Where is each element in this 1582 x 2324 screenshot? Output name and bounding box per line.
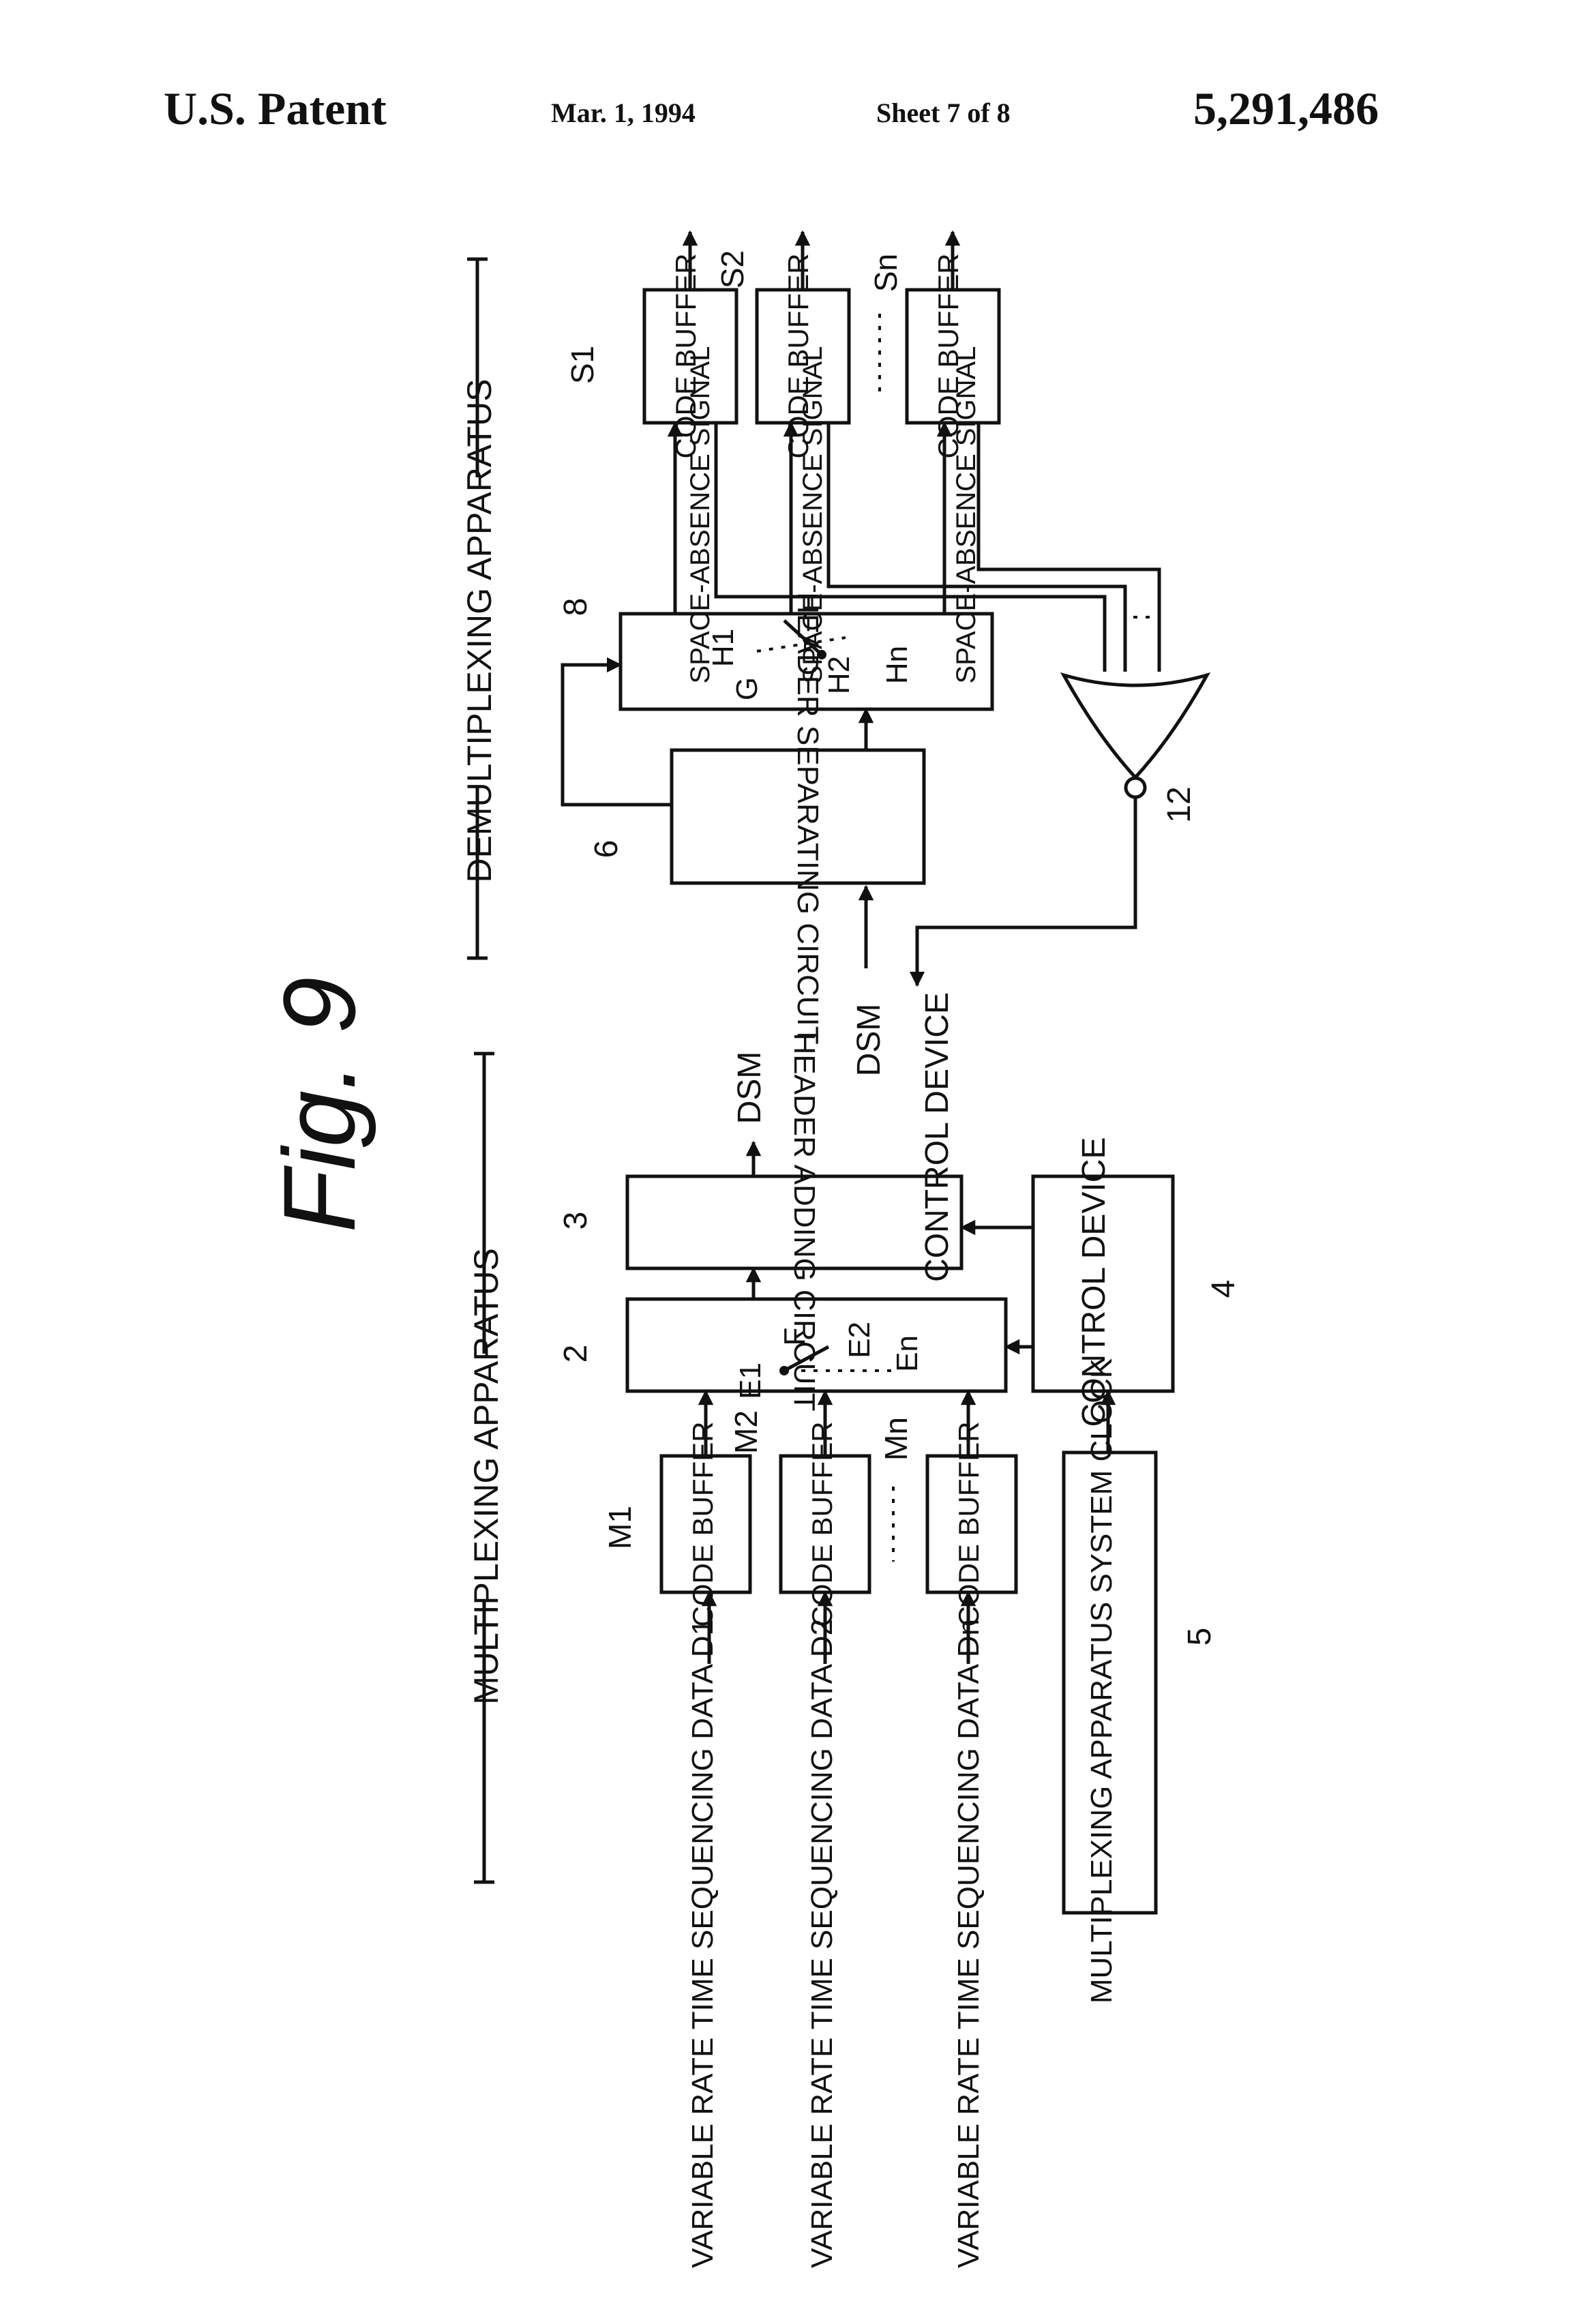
input-label-d1: VARIABLE RATE TIME SEQUENCING DATA D1 xyxy=(686,1619,719,2268)
ref-m2: M2 xyxy=(728,1410,764,1454)
demux-control-device-label: CONTROL DEVICE xyxy=(919,992,955,1282)
input-label-d2: VARIABLE RATE TIME SEQUENCING DATA D2 xyxy=(805,1619,839,2268)
space-absence-signal-n: SPACE-ABSENCE SIGNAL xyxy=(951,346,981,684)
switch-contact-e1: E1 xyxy=(734,1362,767,1399)
switch-pole-g: G xyxy=(730,677,764,700)
mux-output-dsm: DSM xyxy=(732,1052,768,1124)
code-buffer-m1-label: CODE BUFFER xyxy=(687,1421,719,1626)
ref-sn: Sn xyxy=(868,254,904,292)
nor-gate xyxy=(1064,675,1207,777)
switch-contact-e2: E2 xyxy=(843,1322,876,1358)
code-buffer-m2-label: CODE BUFFER xyxy=(806,1421,838,1626)
switch-contact-en: En xyxy=(891,1335,924,1372)
ref-12: 12 xyxy=(1161,786,1197,822)
space-absence-signal-2: SPACE-ABSENCE SIGNAL xyxy=(798,346,828,684)
ref-6: 6 xyxy=(588,840,625,859)
space-absence-signal-1: SPACE-ABSENCE SIGNAL xyxy=(685,346,715,684)
ref-4: 4 xyxy=(1206,1280,1242,1298)
input-label-dn: VARIABLE RATE TIME SEQUENCING DATA Dn xyxy=(952,1619,985,2268)
ref-s1: S1 xyxy=(565,346,600,384)
demux-input-dsm: DSM xyxy=(851,1004,887,1077)
ref-3: 3 xyxy=(558,1212,594,1230)
ref-2: 2 xyxy=(558,1345,594,1363)
multiplexing-section-label: MULTIPLEXING APPARATUS xyxy=(467,1248,505,1705)
ref-m1: M1 xyxy=(602,1506,638,1549)
ref-mn: Mn xyxy=(878,1417,914,1461)
figure-label: Fig. 9 xyxy=(262,977,376,1232)
ref-8: 8 xyxy=(558,598,594,616)
ref-s2: S2 xyxy=(715,250,750,288)
switch-contact-hn: Hn xyxy=(880,646,914,684)
mux-system-clock-label: MULTIPLEXING APPARATUS SYSTEM CLOCK xyxy=(1085,1358,1118,2003)
demultiplexing-section-label: DEMULTIPLEXING APPARATUS xyxy=(460,378,498,882)
header-adding-label: HEADER ADDING CIRCUIT xyxy=(788,1033,821,1412)
ref-5: 5 xyxy=(1182,1628,1218,1646)
